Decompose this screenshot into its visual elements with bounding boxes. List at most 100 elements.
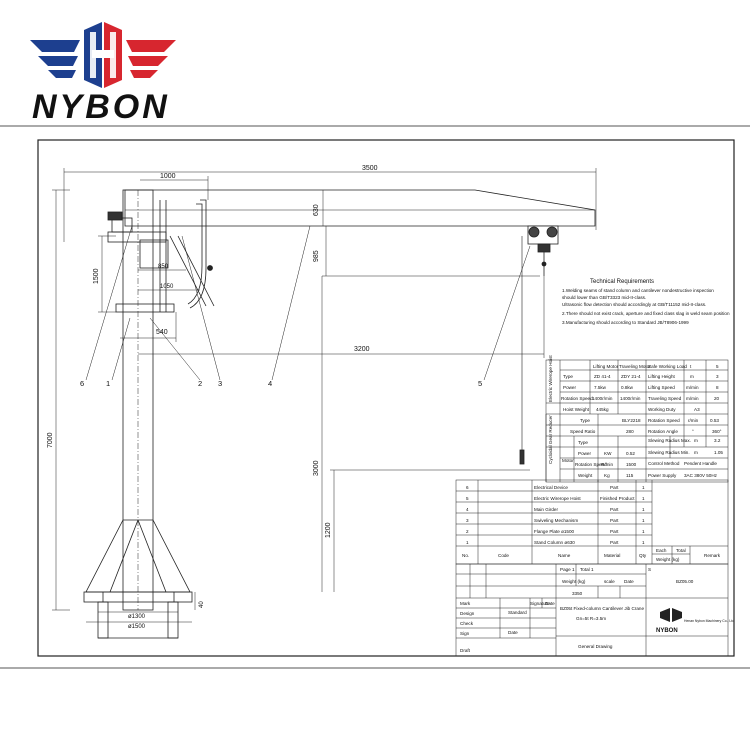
tb-check: Check — [460, 621, 474, 626]
dim-dia1300: ø1300 — [128, 614, 146, 620]
param-r10-label: Power Supply — [648, 473, 677, 478]
dim-1200: 1200 — [325, 522, 332, 538]
reducer-side-label: Cycloidal Gear Reducer — [548, 415, 553, 464]
part-r0-name: Electrical Device — [534, 485, 568, 490]
param-r6-value: 360° — [712, 429, 722, 434]
tb-standard: Standard — [508, 610, 527, 615]
part-r1-material: Finished Product — [600, 496, 635, 501]
part-r5-material: Part — [610, 540, 619, 545]
requirement-line-2: should lower than GB/T3323 mid-II-class. — [562, 295, 646, 300]
param-r1-value: 3 — [716, 374, 719, 379]
crane-drawing — [83, 189, 596, 639]
brand-name: NYBON — [32, 88, 170, 126]
param-r7-value: 3.2 — [714, 438, 721, 443]
callout-2: 2 — [198, 379, 202, 388]
parts-header-material: Material — [604, 553, 620, 558]
dim-1000: 1000 — [160, 173, 176, 180]
hoist-side-label: Electric Wirerope Hoist — [548, 355, 553, 402]
hoist-r1-c1: 7.5kw — [594, 385, 607, 390]
param-r5-value: 0.53 — [710, 418, 719, 423]
tb-date-label: Date — [624, 579, 634, 584]
motor-r3-unit: Kg — [604, 473, 610, 478]
logo-wing-left-3 — [48, 70, 76, 78]
hoist-r0-c2: ZDY 21-4 — [621, 374, 641, 379]
part-r3-qty: 1 — [642, 518, 645, 523]
hoist-r3-c0: Hoist Weight — [563, 407, 590, 412]
tb-total: Total 1 — [580, 567, 594, 572]
tb-design: Design — [460, 611, 475, 616]
part-r3-material: Part — [610, 518, 619, 523]
motor-r3-value: 115 — [626, 473, 634, 478]
param-r1-label: Lifting Height — [648, 374, 676, 379]
param-r3-unit: m/min — [686, 396, 699, 401]
param-r2-unit: m/min — [686, 385, 699, 390]
requirement-line-1: 1.Welding seams of stand column and cant… — [562, 288, 714, 293]
requirement-line-4: 2.There should not exist crack, aperture… — [562, 311, 730, 316]
tb-title-line2: Gn=5t R=3.5m — [576, 616, 606, 621]
tb-date-bottom: Date — [508, 630, 518, 635]
drawing-frame — [37, 139, 735, 657]
part-r3-name: Swiveling Mechanism — [534, 518, 578, 523]
param-r7-unit: m — [694, 438, 698, 443]
callout-1: 1 — [106, 379, 110, 388]
dim-3500: 3500 — [362, 165, 378, 172]
requirement-line-5: 3.Manufacturing should according to Stan… — [562, 320, 689, 325]
logo-wing-left — [30, 40, 80, 52]
param-r3-label: Traveling Speed — [648, 396, 682, 401]
logo-h-left — [90, 32, 96, 78]
param-r9-unit: Pendent Handle — [684, 461, 717, 466]
part-r5-name: Stand Column ø630 — [534, 540, 575, 545]
hoist-r2-c1: 1400r/min — [592, 396, 613, 401]
dim-40: 40 — [199, 601, 205, 608]
param-r9-label: Control Method — [648, 461, 680, 466]
hoist-r2-c2: 1400r/min — [620, 396, 641, 401]
callout-5: 5 — [478, 379, 482, 388]
logo-wing-left-2 — [38, 56, 78, 66]
reducer-type-label: Type — [580, 418, 590, 423]
parts-list-grid — [455, 479, 729, 565]
hoist-r0-c1: ZD 41-4 — [594, 374, 611, 379]
tb-draft: Draft — [460, 648, 471, 653]
tb-sign: Sign — [460, 631, 470, 636]
hoist-header-travel: Traveling Motor — [619, 364, 651, 369]
logo-h-bar — [92, 50, 114, 58]
parts-header-code: Code — [498, 553, 509, 558]
part-r2-name: Main Girder — [534, 507, 558, 512]
flange-plate — [83, 591, 193, 603]
dim-7000: 7000 — [47, 432, 54, 448]
part-r0-material: Part — [610, 485, 619, 490]
dim-1500: 1500 — [93, 268, 100, 284]
tb-company-icon — [660, 608, 682, 622]
dim-dia1500: ø1500 — [128, 624, 146, 630]
dim-540: 540 — [156, 329, 168, 336]
callout-6: 6 — [80, 379, 84, 388]
parts-header-each: Each — [656, 548, 667, 553]
tb-weight-value: 3350 — [572, 591, 583, 596]
spec-tables — [545, 359, 729, 483]
param-r3-value: 20 — [714, 396, 720, 401]
reducer-ratio-label: Speed Ratio — [570, 429, 596, 434]
tb-page: Page 1 — [560, 567, 575, 572]
part-r1-name: Electric Wirerope Hoist — [534, 496, 581, 501]
tb-drawing-type: General Drawing — [578, 644, 613, 649]
callout-4: 4 — [268, 379, 272, 388]
part-r4-name: Flange Plate ø1500 — [534, 529, 575, 534]
part-r3-no: 3 — [466, 518, 469, 523]
callout-3: 3 — [218, 379, 222, 388]
tb-mark: Mark — [460, 601, 471, 606]
param-r8-label: Slewing Radius Min. — [648, 450, 690, 455]
motor-r2-value: 1500 — [626, 462, 637, 467]
motor-label: Motor — [562, 458, 574, 463]
param-r8-unit: m — [694, 450, 698, 455]
logo-h-right — [110, 32, 116, 78]
parts-header-no: No. — [462, 553, 469, 558]
motor-r0-label: Type — [578, 440, 588, 445]
dim-630: 630 — [313, 204, 320, 216]
tb-weight-label: Weight (kg) — [562, 579, 586, 584]
param-r5-label: Rotation Speed — [648, 418, 680, 423]
part-r2-no: 4 — [466, 507, 469, 512]
part-r0-no: 6 — [466, 485, 469, 490]
part-r2-material: Part — [610, 507, 619, 512]
tb-scale-label: scale — [604, 579, 615, 584]
param-r8-value: 1.05 — [714, 450, 723, 455]
